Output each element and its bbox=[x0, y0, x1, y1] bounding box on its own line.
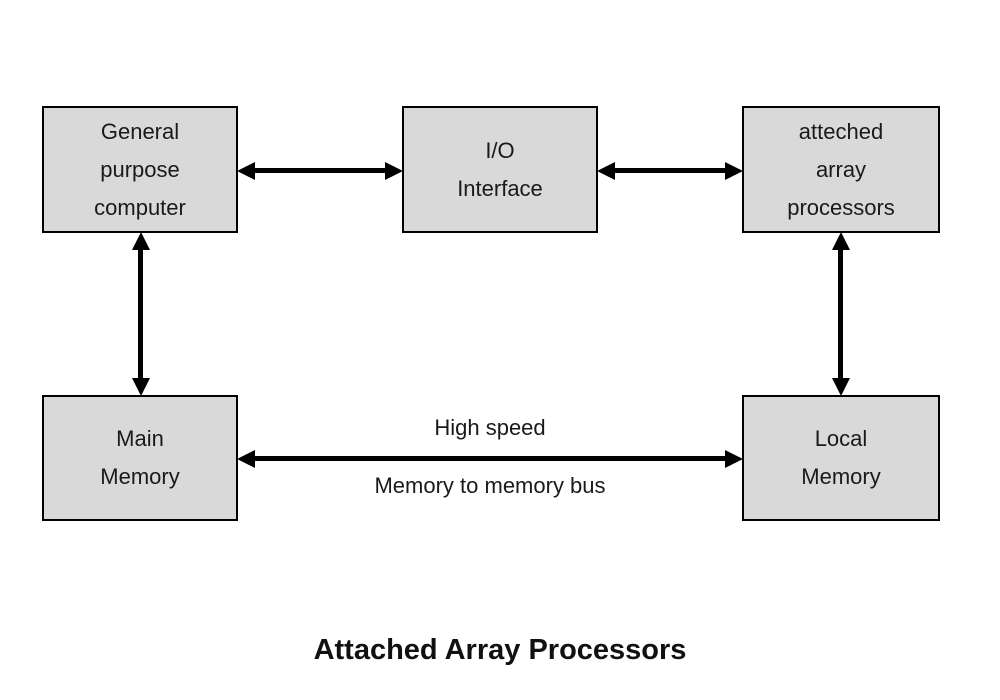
diagram-title: Attached Array Processors bbox=[313, 634, 687, 666]
arrow-line bbox=[613, 168, 727, 173]
bus-label-high-speed: High speed bbox=[434, 415, 546, 440]
arrow-gpc-to-main-memory bbox=[131, 232, 150, 396]
arrowhead-left-icon bbox=[237, 449, 255, 468]
box-attached-array-processors-label: atteched array processors bbox=[787, 118, 895, 220]
arrowhead-right-icon bbox=[725, 161, 743, 180]
box-general-purpose-computer-label: General purpose computer bbox=[94, 118, 186, 220]
arrowhead-right-icon bbox=[725, 449, 743, 468]
arrowhead-right-icon bbox=[385, 161, 403, 180]
arrow-line bbox=[138, 248, 143, 380]
arrowhead-up-icon bbox=[131, 232, 150, 250]
arrow-gpc-to-io-interface bbox=[237, 161, 403, 180]
arrowhead-down-icon bbox=[131, 378, 150, 396]
arrow-io-interface-to-array-processors bbox=[597, 161, 743, 180]
box-general-purpose-computer: General purpose computer bbox=[42, 106, 238, 233]
arrow-line bbox=[838, 248, 843, 380]
arrowhead-up-icon bbox=[831, 232, 850, 250]
box-local-memory: Local Memory bbox=[742, 395, 940, 521]
arrowhead-left-icon bbox=[237, 161, 255, 180]
arrow-main-memory-to-local-memory bbox=[237, 449, 743, 468]
arrow-array-processors-to-local-memory bbox=[831, 232, 850, 396]
box-main-memory-label: Main Memory bbox=[100, 426, 180, 489]
box-local-memory-label: Local Memory bbox=[801, 426, 881, 489]
arrowhead-down-icon bbox=[831, 378, 850, 396]
arrowhead-left-icon bbox=[597, 161, 615, 180]
box-io-interface: I/O Interface bbox=[402, 106, 598, 233]
arrow-line bbox=[253, 168, 387, 173]
box-main-memory: Main Memory bbox=[42, 395, 238, 521]
box-attached-array-processors: atteched array processors bbox=[742, 106, 940, 233]
arrow-line bbox=[253, 456, 727, 461]
box-io-interface-label: I/O Interface bbox=[457, 137, 543, 201]
bus-label-memory-to-memory: Memory to memory bus bbox=[374, 473, 606, 498]
